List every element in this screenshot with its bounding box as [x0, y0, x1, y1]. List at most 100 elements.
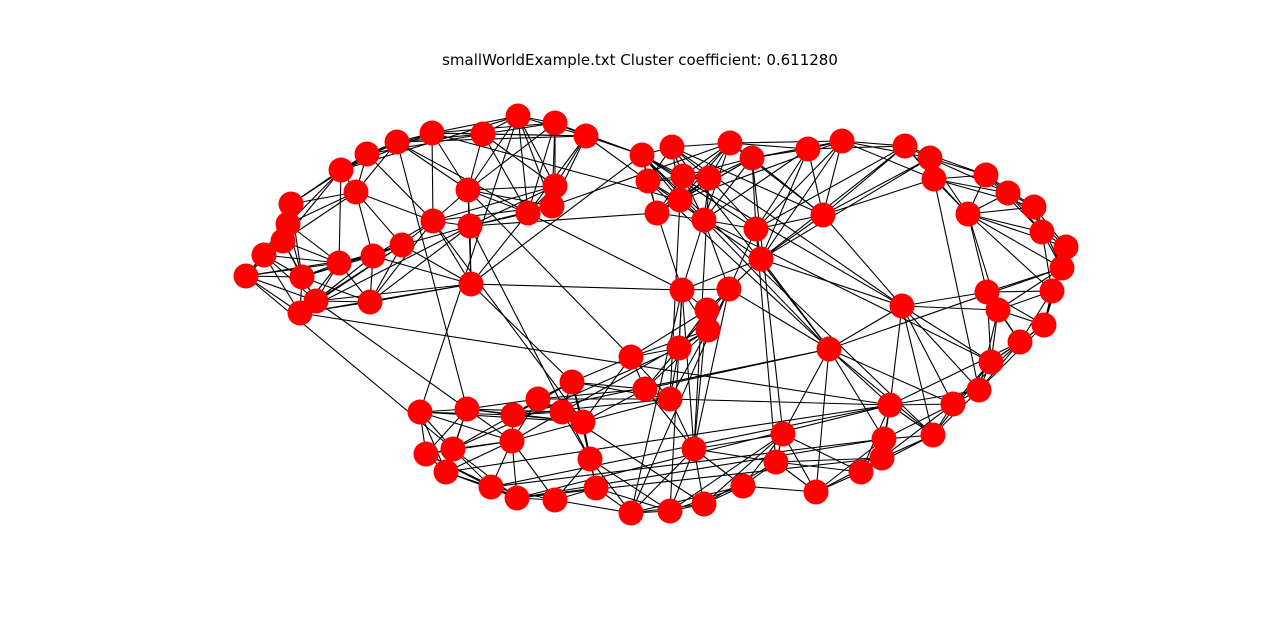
graph-edge [369, 220, 434, 303]
graph-edge [881, 403, 954, 459]
graph-node [829, 128, 855, 154]
graph-node [458, 271, 484, 297]
graph-edge [315, 300, 468, 410]
graph-edge [340, 132, 433, 171]
graph-node [384, 129, 410, 155]
graph-node [470, 121, 496, 147]
graph-edge [527, 212, 683, 291]
graph-node [559, 369, 585, 395]
graph-edge [901, 305, 934, 436]
graph-node [328, 157, 354, 183]
graph-edge [467, 115, 519, 191]
graph-edge [512, 398, 671, 416]
graph-edge [452, 448, 518, 499]
graph-node [419, 120, 445, 146]
graph-edge [445, 404, 891, 473]
graph-edge [396, 141, 469, 191]
graph-edge [644, 348, 830, 390]
graph-node [389, 232, 415, 258]
graph-edge [815, 438, 885, 493]
graph-edge [630, 448, 695, 514]
graph-edge [760, 157, 931, 260]
graph-edge [301, 244, 403, 278]
chart-title: smallWorldExample.txt Cluster coefficien… [442, 51, 838, 69]
graph-edge [889, 389, 980, 406]
graph-edge [299, 225, 471, 314]
graph-edge [554, 499, 632, 514]
graph-edge [245, 255, 374, 277]
graph-edge [760, 140, 843, 260]
graph-node [1007, 329, 1033, 355]
graph-edge [396, 141, 468, 410]
graph-node [892, 133, 918, 159]
graph-node [360, 243, 386, 269]
graph-edge [815, 348, 830, 493]
graph-node [1031, 312, 1057, 338]
graph-node [539, 193, 565, 219]
graph-edge [901, 305, 992, 363]
graph-node [354, 141, 380, 167]
graph-edge [828, 348, 885, 440]
graph-node [691, 491, 717, 517]
graph-edge [828, 305, 903, 350]
graph-edge [630, 485, 744, 514]
graph-edge [828, 348, 934, 436]
graph-edge [933, 178, 1009, 194]
graph-edge [469, 212, 658, 227]
graph-edge [470, 283, 683, 291]
graph-edge [828, 267, 1063, 350]
graph-node [795, 136, 821, 162]
graph-edge [470, 283, 573, 383]
graph-edge [822, 157, 931, 216]
graph-node [440, 436, 466, 462]
graph-edge [904, 145, 987, 176]
graph-edge [681, 289, 695, 450]
graph-node [877, 392, 903, 418]
graph-edge [338, 169, 342, 264]
graph-node [871, 426, 897, 452]
graph-edge [355, 191, 434, 222]
graph-edge [728, 288, 830, 350]
graph-edge [828, 348, 954, 405]
graph-node [542, 173, 568, 199]
graph-node [504, 485, 530, 511]
graph-edge [369, 283, 472, 303]
graph-edge [822, 145, 906, 216]
graph-edge [467, 185, 556, 191]
graph-edge [467, 189, 632, 358]
graph-edge [641, 154, 830, 350]
graph-node [985, 297, 1011, 323]
graph-edge [693, 288, 730, 450]
graph-node [666, 335, 692, 361]
graph-node [917, 145, 943, 171]
graph-edge [929, 157, 1009, 194]
graph-node [457, 213, 483, 239]
graph-node [500, 402, 526, 428]
graph-edge [775, 457, 883, 463]
graph-edge [729, 140, 843, 144]
graph-node [1053, 234, 1079, 260]
graph-edge [589, 458, 671, 512]
graph-edge [933, 178, 980, 391]
graph-edge [997, 267, 1063, 311]
graph-edge [299, 312, 891, 406]
graph-node [577, 446, 603, 472]
graph-edge [967, 213, 1053, 292]
graph-edge [369, 225, 471, 303]
graph-edge [841, 140, 931, 159]
graph-edge [595, 487, 671, 512]
graph-edge [656, 212, 683, 291]
graph-node [657, 386, 683, 412]
graph-node [681, 436, 707, 462]
graph-node [618, 344, 644, 370]
graph-node [869, 445, 895, 471]
graph-node [1049, 255, 1075, 281]
graph-node [694, 297, 720, 323]
graph-edge [490, 438, 885, 488]
graph-edge [729, 142, 809, 150]
graph-node [803, 479, 829, 505]
graph-edge [467, 122, 556, 191]
graph-node [644, 200, 670, 226]
graph-node [695, 317, 721, 343]
graph-edge [933, 178, 1035, 208]
